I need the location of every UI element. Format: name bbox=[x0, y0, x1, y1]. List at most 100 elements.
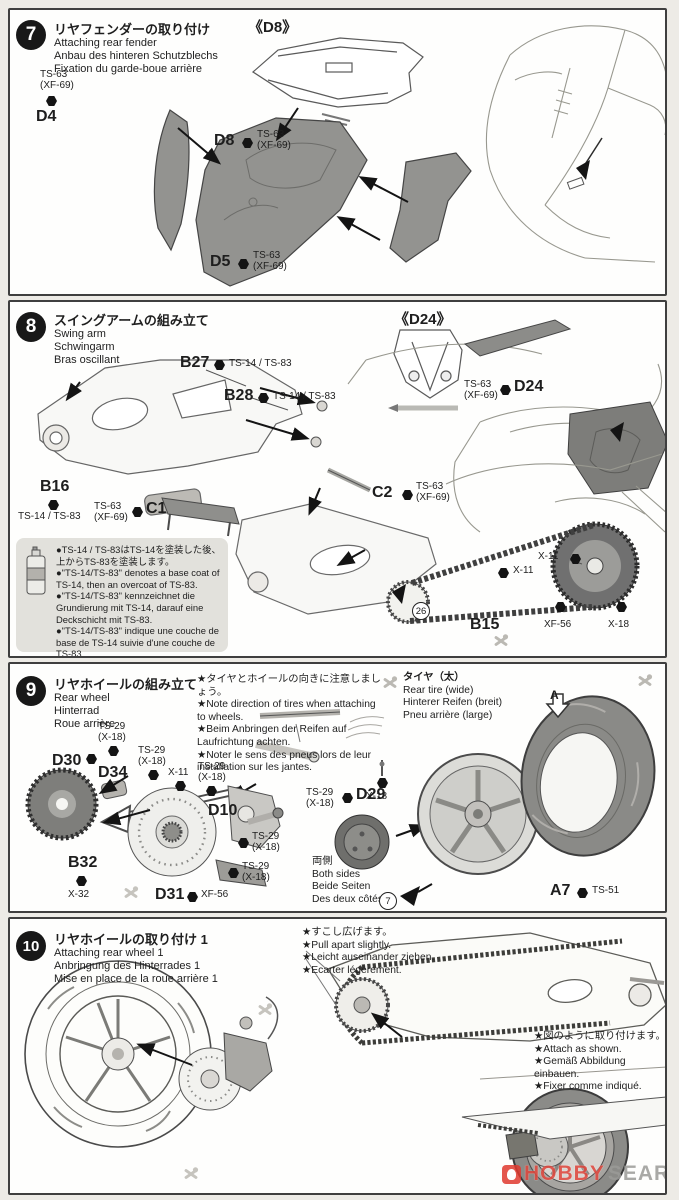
circled-ref-26: 26 bbox=[412, 602, 430, 620]
step-number: 10 bbox=[22, 937, 40, 955]
paint-code: TS-63 bbox=[94, 501, 122, 512]
paint-code: TS-29 bbox=[242, 861, 270, 872]
paint-note-fr: ●"TS-14/TS-83" indique une couche de bas… bbox=[56, 625, 219, 658]
note-de: ★Gemäß Abbildung einbauen. bbox=[534, 1056, 626, 1080]
attach-note: ★図のように取り付けます。 ★Attach as shown. ★Gemäß A… bbox=[534, 1031, 665, 1094]
paint-code: X-11 bbox=[513, 565, 534, 576]
both-en: Both sides bbox=[312, 868, 361, 880]
hobby-search-watermark: HOBBY SEARCH bbox=[502, 1162, 665, 1186]
paint-code: X-18 bbox=[608, 619, 630, 630]
step10-title-fr: Mise en place de la roue arrière 1 bbox=[54, 973, 218, 985]
paint-code: (XF-69) bbox=[40, 80, 74, 91]
step8-title-en: Swing arm bbox=[54, 328, 106, 340]
step-8-panel: 8 スイングアームの組み立て Swing arm Schwingarm Bras… bbox=[8, 300, 667, 658]
step8-title-de: Schwingarm bbox=[54, 341, 115, 353]
step7-illustration bbox=[153, 25, 665, 287]
tools-icon bbox=[258, 1003, 273, 1015]
part-label-b16: B16 bbox=[40, 478, 70, 495]
paint-code: TS-63 bbox=[257, 129, 285, 140]
watermark-hobby: HOBBY bbox=[524, 1162, 605, 1185]
part-label-b32: B32 bbox=[68, 854, 98, 871]
paint-chip-icon bbox=[342, 793, 353, 803]
step7-title-fr: Fixation du garde-boue arrière bbox=[54, 63, 202, 75]
step7-title-en: Attaching rear fender bbox=[54, 37, 157, 49]
step7-title-de: Anbau des hinteren Schutzblechs bbox=[54, 50, 218, 62]
step-number: 8 bbox=[25, 316, 37, 337]
step8-title-ja: スイングアームの組み立て bbox=[54, 313, 209, 328]
tire-label-de: Hinterer Reifen (breit) bbox=[403, 697, 502, 709]
paint-chip-icon bbox=[238, 838, 249, 848]
paint-chip-icon bbox=[242, 138, 253, 148]
paint-code: (X-18) bbox=[306, 798, 334, 809]
paint-code: TS-63 bbox=[253, 250, 281, 261]
paint-code: TS-63 bbox=[464, 379, 492, 390]
watermark-search: SEARCH bbox=[607, 1162, 665, 1185]
part-label-d5: D5 bbox=[210, 253, 231, 270]
paint-code: TS-63 bbox=[40, 69, 68, 80]
paint-code: X-11 bbox=[538, 551, 559, 562]
part-label-d4: D4 bbox=[36, 108, 57, 125]
detail-view-label: 《D8》 bbox=[248, 19, 298, 36]
paint-code: (XF-69) bbox=[94, 512, 128, 523]
paint-chip-icon bbox=[238, 259, 249, 269]
paint-chip-icon bbox=[76, 876, 87, 886]
both-ja: 両側 bbox=[312, 856, 333, 867]
tire-direction-note: ★タイヤとホイールの向きに注意しましょう。 ★Note direction of… bbox=[197, 674, 381, 775]
step-number-badge: 10 bbox=[16, 931, 46, 961]
note-en: ★Attach as shown. bbox=[534, 1043, 622, 1055]
note-de: ★Leicht auseinander ziehen. bbox=[302, 952, 435, 964]
part-label-d30: D30 bbox=[52, 752, 82, 769]
paint-code: TS-29 bbox=[138, 745, 166, 756]
paint-note-text: ●TS-14 / TS-83はTS-14を塗装した後、上からTS-83を塗装しま… bbox=[56, 544, 222, 658]
part-label-d31: D31 bbox=[155, 886, 185, 903]
part-label-a7: A7 bbox=[550, 882, 571, 899]
paint-chip-icon bbox=[187, 892, 198, 902]
paint-chip-icon bbox=[498, 568, 509, 578]
paint-code: TS-14 / TS-83 bbox=[229, 358, 292, 369]
paint-code: (X-18) bbox=[198, 772, 226, 783]
paint-code: X-32 bbox=[68, 889, 90, 900]
paint-chip-icon bbox=[500, 385, 511, 395]
paint-chip-icon bbox=[132, 507, 143, 517]
paint-code: XF-56 bbox=[544, 619, 572, 630]
tire-label-en: Rear tire (wide) bbox=[403, 684, 474, 696]
paint-chip-icon bbox=[214, 360, 225, 370]
step9-title-fr: Roue arrière bbox=[54, 718, 116, 730]
paint-chip-icon bbox=[148, 770, 159, 780]
step9-title-de: Hinterrad bbox=[54, 705, 100, 717]
paint-note-ja: ●TS-14 / TS-83はTS-14を塗装した後、上からTS-83を塗装しま… bbox=[56, 544, 221, 567]
step8-title-fr: Bras oscillant bbox=[54, 354, 120, 366]
tools-icon bbox=[638, 674, 653, 686]
detail-view-label: 《D24》 bbox=[394, 311, 452, 328]
step10-title-ja: リヤホイールの取り付け 1 bbox=[54, 932, 208, 947]
part-label-d8: D8 bbox=[214, 132, 235, 149]
paint-code: (XF-69) bbox=[253, 261, 287, 272]
paint-code: (X-18) bbox=[98, 732, 126, 743]
tools-icon bbox=[184, 1167, 199, 1179]
spray-can-icon bbox=[26, 546, 46, 595]
step9-title-ja: リヤホイールの組み立て bbox=[54, 677, 198, 692]
part-label-c1: C1 bbox=[146, 500, 167, 517]
part-label-b28: B28 bbox=[224, 387, 254, 404]
paint-code: TS-29 bbox=[198, 761, 226, 772]
step-number-badge: 7 bbox=[16, 20, 46, 50]
part-label-b27: B27 bbox=[180, 354, 210, 371]
tire-label-fr: Pneu arrière (large) bbox=[403, 709, 493, 721]
both-de: Beide Seiten bbox=[312, 881, 371, 893]
tools-icon bbox=[494, 634, 509, 646]
paint-chip-icon bbox=[555, 602, 566, 612]
ref-number: 7 bbox=[385, 895, 391, 907]
pull-apart-note: ★すこし広げます。 ★Pull apart slightly. ★Leicht … bbox=[302, 927, 462, 977]
note-en: ★Note direction of tires when attaching … bbox=[197, 699, 376, 723]
step-7-panel: 7 リヤフェンダーの取り付け Attaching rear fender Anb… bbox=[8, 8, 667, 296]
note-fr: ★Noter le sens des pneus lors de leur in… bbox=[197, 749, 372, 774]
paint-code: X-18 bbox=[366, 791, 388, 802]
paint-chip-icon bbox=[377, 778, 388, 788]
paint-chip-icon bbox=[48, 500, 59, 510]
paint-code: (XF-69) bbox=[416, 492, 450, 503]
note-ja: ★すこし広げます。 bbox=[302, 927, 393, 938]
paint-note-en: ●"TS-14/TS-83" denotes a base coat of TS… bbox=[56, 567, 220, 590]
note-fr: ★Fixer comme indiqué. bbox=[534, 1081, 642, 1093]
tools-icon bbox=[124, 886, 139, 898]
